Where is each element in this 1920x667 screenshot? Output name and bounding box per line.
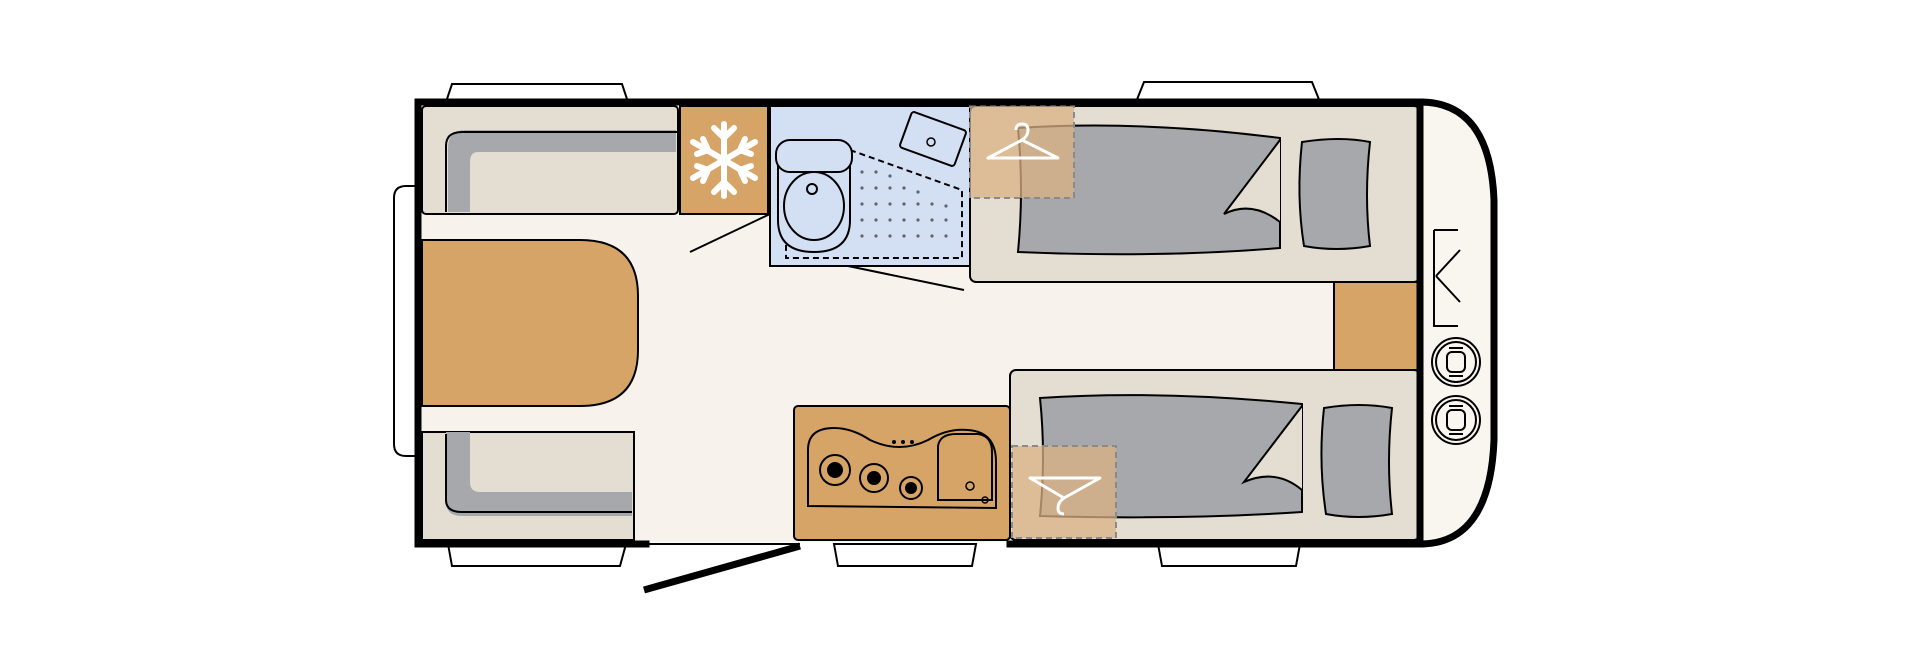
outer-walls bbox=[414, 98, 1424, 548]
single-bed-top bbox=[969, 105, 1421, 283]
cab-seat-icon bbox=[1431, 337, 1481, 387]
pillow bbox=[1298, 138, 1372, 250]
bathroom-door-swing bbox=[847, 265, 965, 291]
duvet-fold bbox=[1240, 405, 1303, 491]
hanger-icon bbox=[986, 122, 1060, 160]
duvet bbox=[1016, 124, 1281, 256]
hanger-icon bbox=[1028, 476, 1102, 516]
snowflake-icon bbox=[690, 121, 758, 199]
kitchen-counter bbox=[793, 405, 1011, 541]
wardrobe-bottom bbox=[1011, 445, 1117, 539]
entrance-door bbox=[643, 542, 801, 594]
shower-drain-dots bbox=[860, 170, 948, 238]
wardrobe-top bbox=[969, 105, 1075, 199]
bathroom bbox=[769, 105, 971, 267]
fridge-door-swing bbox=[689, 213, 771, 253]
pillow bbox=[1320, 404, 1394, 518]
dinette-table bbox=[421, 239, 639, 407]
wheel-arch-bottom-mid bbox=[832, 543, 978, 567]
steering-icon bbox=[1433, 229, 1461, 327]
toilet-icon bbox=[775, 139, 853, 254]
rear-bumper bbox=[393, 185, 418, 457]
dinette-bench-top bbox=[421, 105, 679, 215]
fridge bbox=[679, 105, 769, 215]
shower-tray bbox=[785, 149, 963, 259]
sink-icon bbox=[937, 433, 993, 504]
dinette-bench-bottom bbox=[421, 431, 635, 541]
duvet-fold bbox=[1223, 139, 1281, 223]
washbasin-icon bbox=[899, 111, 967, 167]
stove-burner-icon bbox=[819, 440, 923, 500]
cab-seat-icon bbox=[1431, 395, 1481, 445]
nightstand bbox=[1333, 281, 1421, 371]
driver-cab bbox=[1416, 98, 1498, 548]
